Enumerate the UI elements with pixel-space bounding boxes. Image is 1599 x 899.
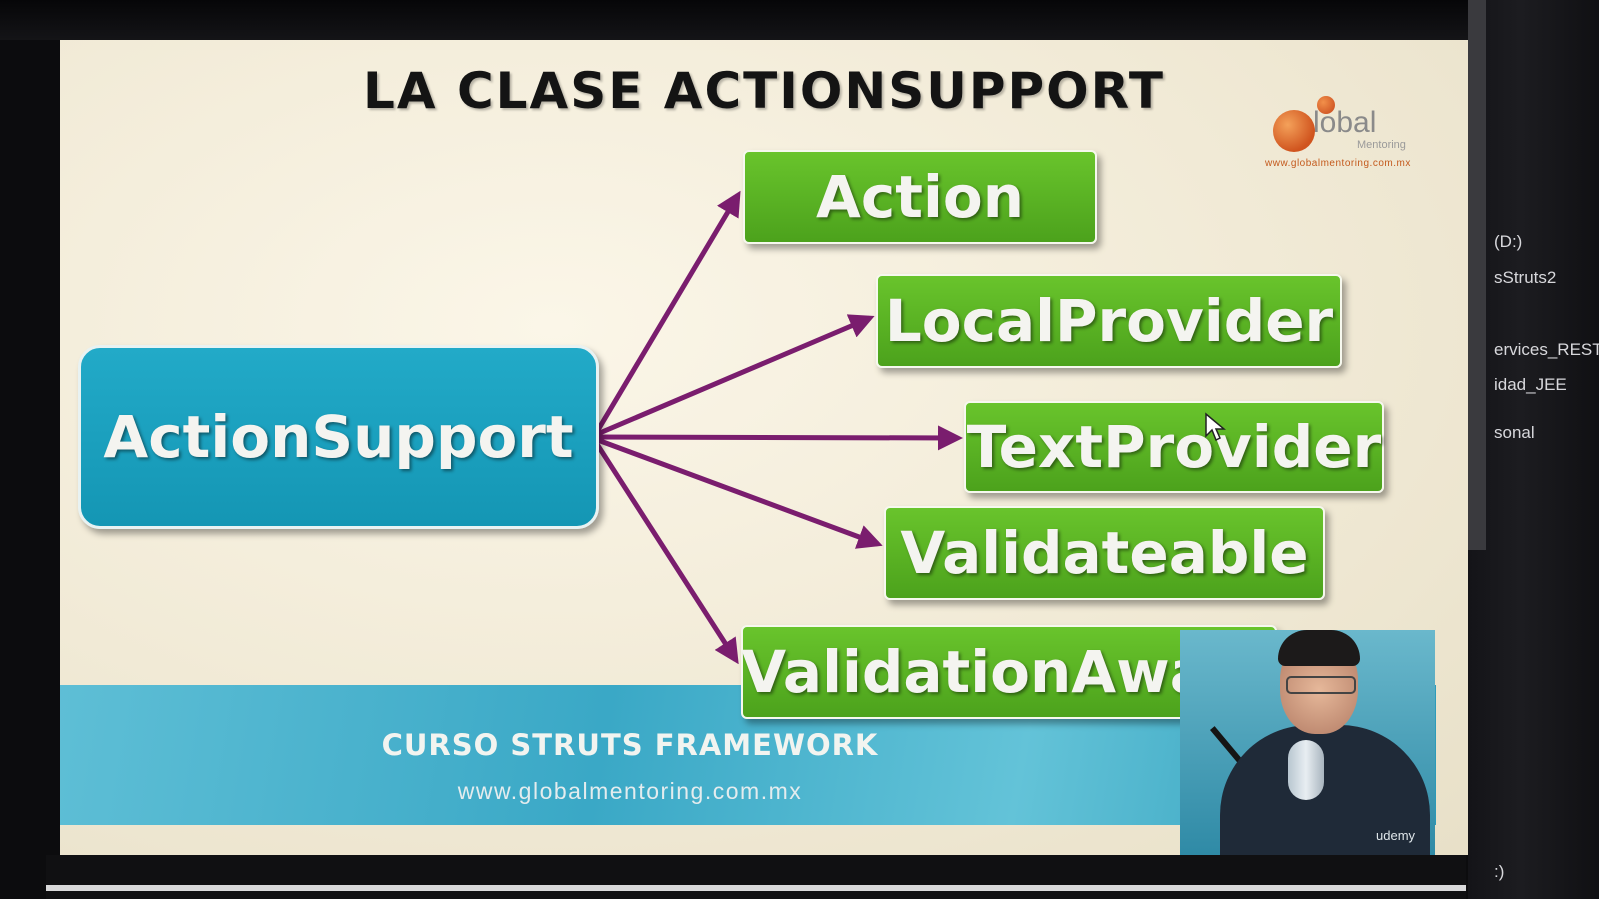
bottom-edge	[46, 885, 1466, 891]
logo-tagline: Mentoring	[1357, 139, 1406, 151]
arrow-to-textprovider	[594, 425, 963, 451]
mouse-cursor-icon	[1205, 412, 1226, 442]
arrow-to-action	[592, 190, 741, 437]
top-bezel	[0, 0, 1599, 40]
presentation-slide: LA CLASE ACTIONSUPPORT lobal Mentoring w…	[60, 40, 1468, 855]
arrow-to-validateable	[594, 436, 883, 549]
slide-title: LA CLASE ACTIONSUPPORT	[362, 62, 1165, 120]
presenter-hair	[1278, 630, 1360, 666]
explorer-item-struts2[interactable]: sStruts2	[1494, 268, 1557, 287]
textprovider-interface-box: TextProvider	[964, 401, 1384, 493]
microphone-icon	[1288, 740, 1324, 800]
global-mentoring-logo: lobal Mentoring www.globalmentoring.com.…	[1235, 88, 1445, 178]
bottom-bezel	[46, 855, 1466, 899]
course-title: CURSO STRUTS FRAMEWORK	[381, 728, 879, 762]
arrow-to-validationaware	[592, 439, 739, 665]
validateable-interface-box: Validateable	[884, 506, 1325, 600]
inheritance-arrows	[592, 190, 963, 665]
logo-name: lobal	[1313, 106, 1377, 139]
localprovider-interface-box: LocalProvider	[876, 274, 1342, 368]
explorer-item-drive[interactable]: (D:)	[1494, 232, 1523, 251]
explorer-item-jee[interactable]: idad_JEE	[1494, 375, 1567, 394]
udemy-watermark: udemy	[1376, 828, 1416, 843]
presenter-glasses	[1286, 676, 1356, 694]
file-explorer-panel	[1468, 0, 1599, 899]
explorer-item-bottom[interactable]: :)	[1494, 862, 1505, 881]
presenter-video-inset: udemy	[1180, 630, 1435, 855]
vertical-scrollbar[interactable]	[1468, 0, 1486, 550]
logo-dot-icon	[1317, 96, 1335, 114]
explorer-item-personal[interactable]: sonal	[1494, 423, 1535, 442]
actionsupport-class-box: ActionSupport	[78, 345, 599, 529]
footer-url: www.globalmentoring.com.mx	[457, 778, 803, 804]
arrow-to-localprovider	[594, 314, 875, 438]
logo-url: www.globalmentoring.com.mx	[1265, 158, 1411, 169]
presenter-body	[1220, 725, 1430, 855]
action-interface-box: Action	[743, 150, 1097, 244]
globe-icon	[1273, 110, 1315, 152]
explorer-item-services-rest[interactable]: ervices_REST	[1494, 340, 1599, 359]
